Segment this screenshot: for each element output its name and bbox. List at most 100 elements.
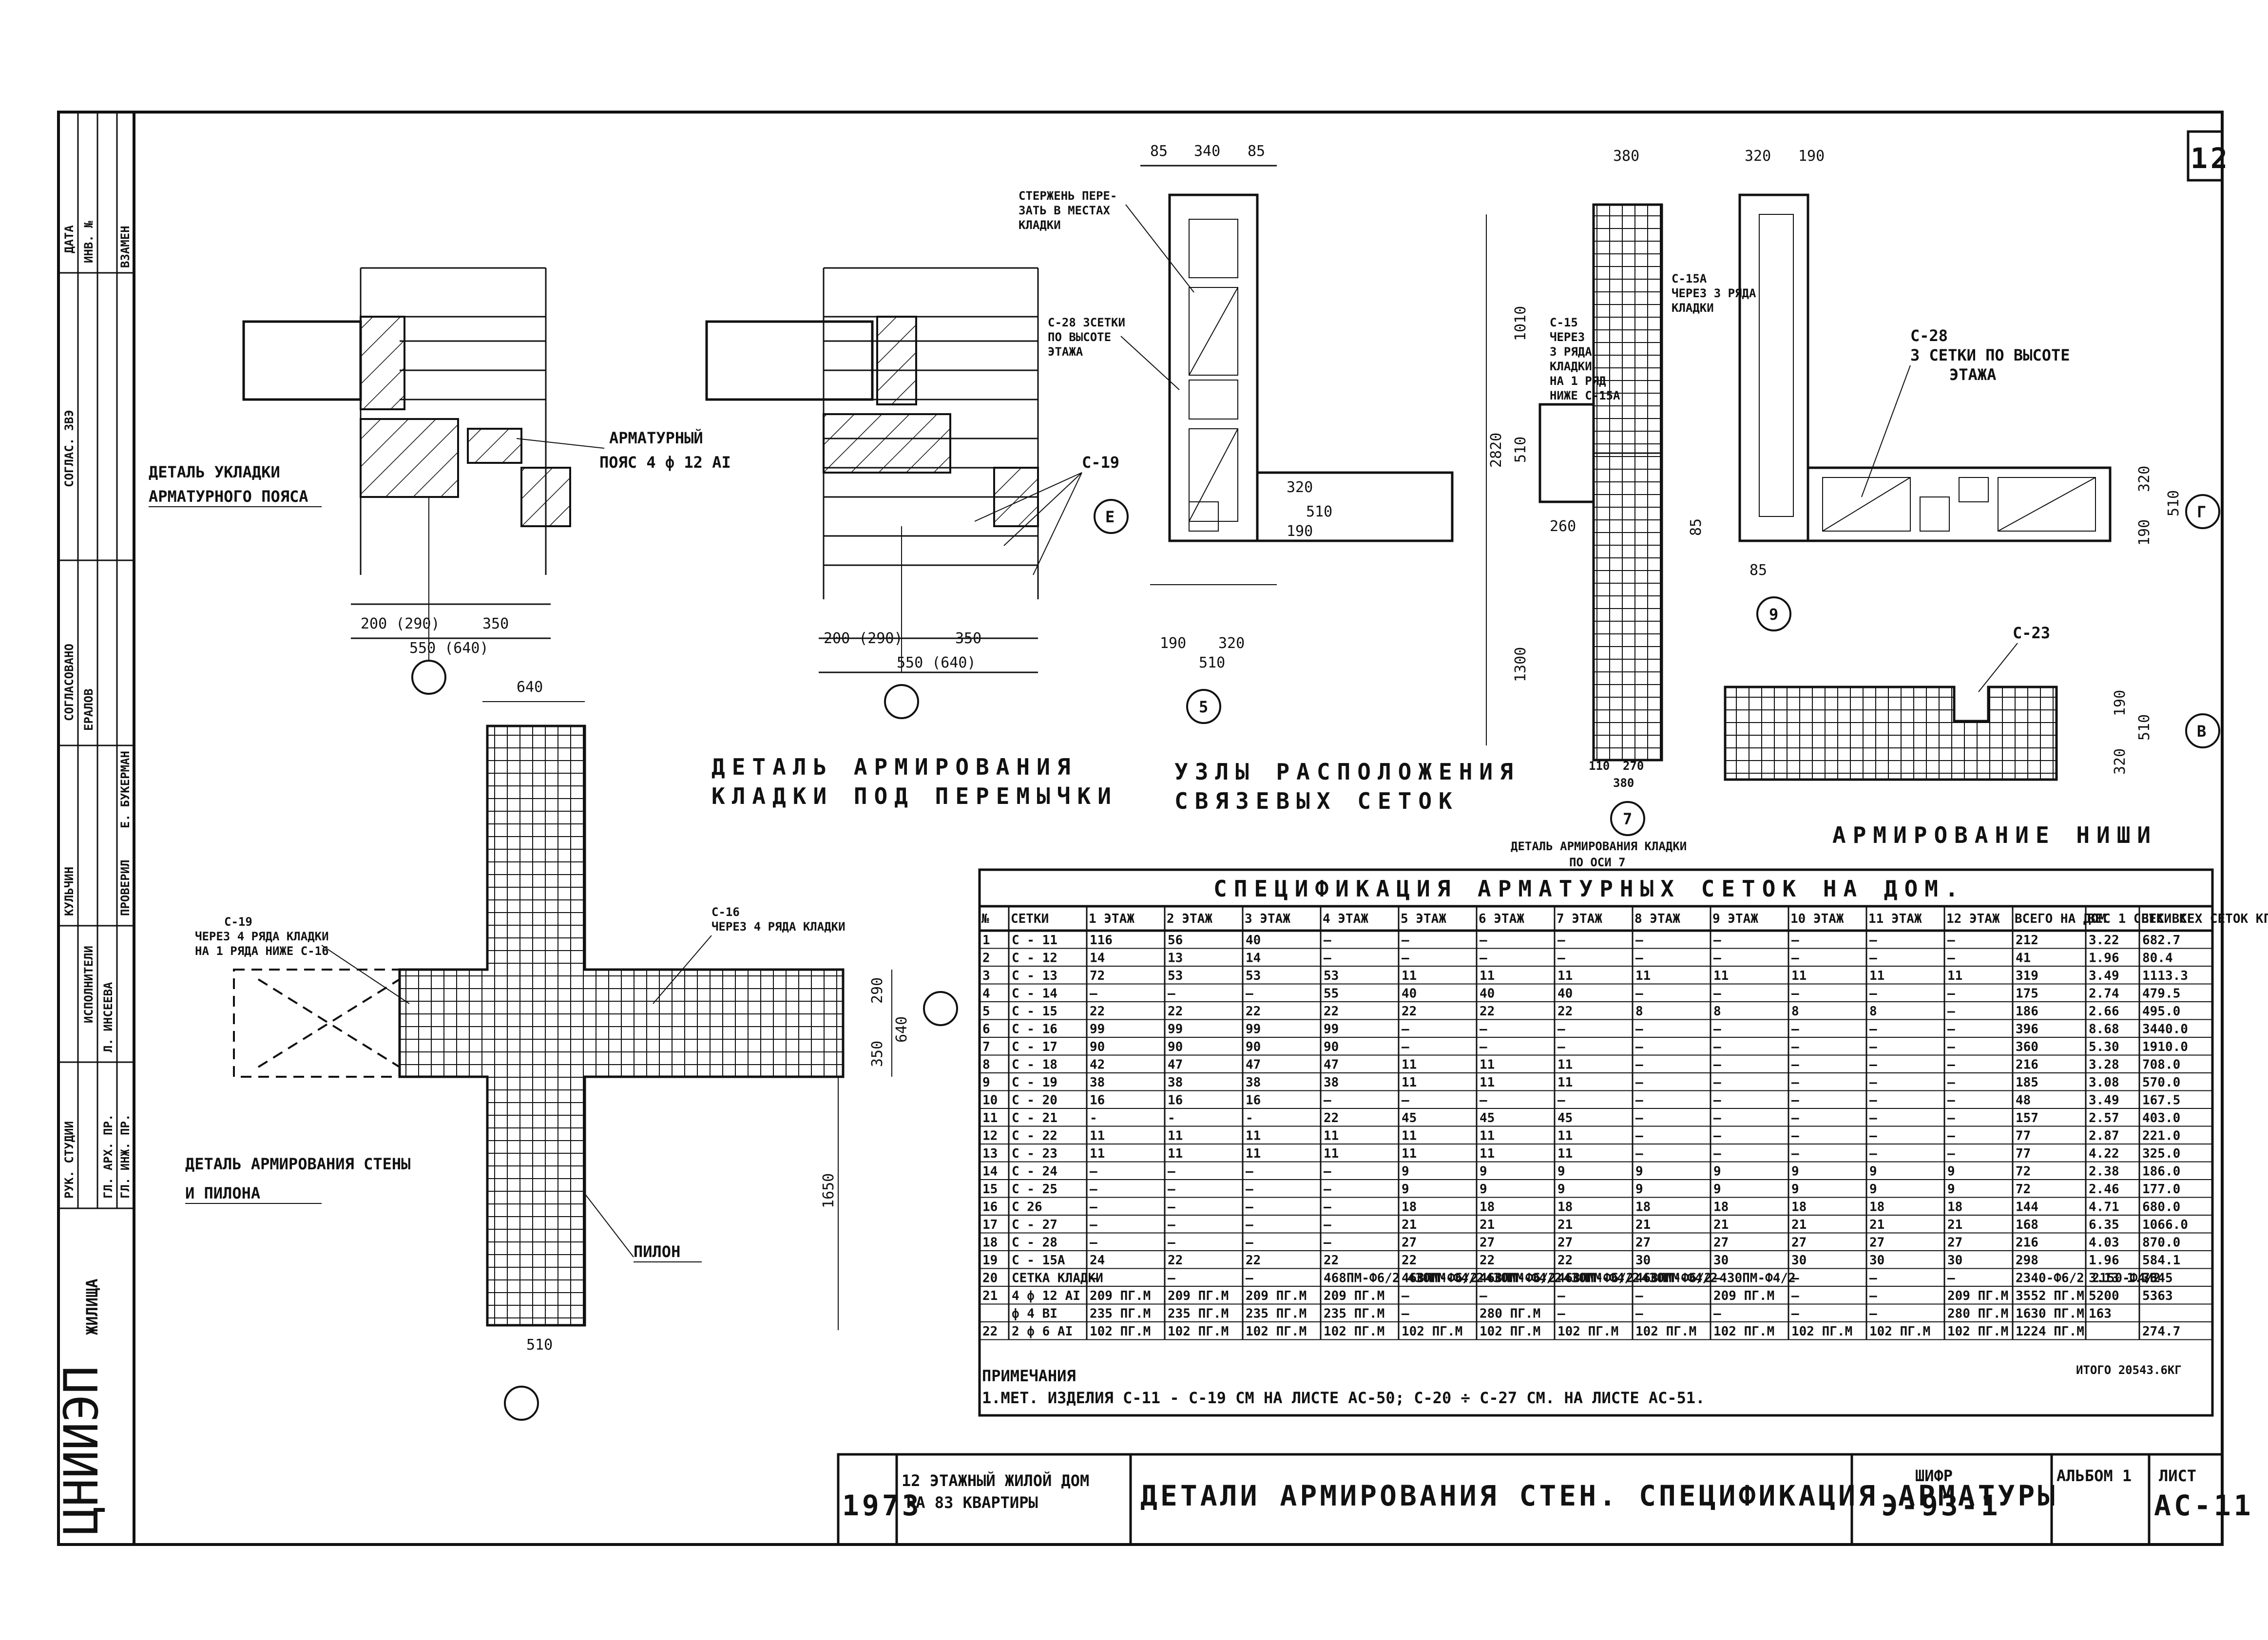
spec-header-cell: ВЕС 1 СЕТКИ КГ (2088, 912, 2194, 926)
d6-title: АРМИРОВАНИЕ НИШИ (1832, 822, 2157, 848)
spec-cell: 3.28 (2089, 1058, 2119, 1072)
spec-cell: — (1402, 1093, 1409, 1108)
sheet-number: 12 (2191, 142, 2230, 175)
spec-header-cell: 6 ЭТАЖ (1479, 912, 1524, 926)
d1-dim-a: 200 (290) (361, 615, 440, 632)
spec-cell: 9 (1947, 1164, 1955, 1179)
spec-cell: 99 (1168, 1022, 1183, 1037)
d4-note2-line3: 3 РЯДА (1550, 345, 1592, 359)
spec-cell: 27 (1869, 1236, 1884, 1250)
spec-cell: 72 (2016, 1182, 2031, 1197)
spec-cell: 495.0 (2142, 1004, 2180, 1019)
spec-cell: 40 (1246, 933, 1261, 948)
spec-cell: — (1947, 1040, 1955, 1054)
spec-cell: 80.4 (2142, 951, 2173, 966)
d4-dim-b1: 110 (1589, 759, 1610, 773)
spec-cell: 21 (1635, 1218, 1651, 1232)
spec-cell: 102 ПГ.М (1402, 1324, 1462, 1339)
spec-cell: 11 (1402, 1129, 1417, 1144)
spec-cell: 11 (1090, 1129, 1105, 1144)
spec-header-cell: 1 ЭТАЖ (1089, 912, 1134, 926)
spec-cell: 18 (1713, 1200, 1729, 1215)
d3-dim-r2: 510 (1306, 503, 1332, 520)
spec-cell: — (1090, 1200, 1097, 1215)
spec-cell: — (1168, 1200, 1175, 1215)
spec-cell: — (1869, 987, 1877, 1001)
spec-cell: 168 (2016, 1218, 2038, 1232)
stamp-label-agreed-zve: СОГЛАС. ЗВЭ (62, 410, 76, 487)
spec-cell: 11 (1480, 1129, 1495, 1144)
d2-title-line1: ДЕТАЛЬ АРМИРОВАНИЯ (711, 754, 1077, 780)
spec-cell: 3.22 (2089, 933, 2119, 948)
d7-dim-290: 290 (869, 977, 886, 1004)
spec-cell: — (1246, 1200, 1253, 1215)
spec-cell: - (1168, 1111, 1175, 1125)
spec-cell: 11 (1324, 1146, 1339, 1161)
spec-cell: — (1557, 1093, 1565, 1108)
spec-cell: 177.0 (2142, 1182, 2180, 1197)
spec-cell: С - 25 (1012, 1182, 1057, 1197)
spec-cell: 72 (2016, 1164, 2031, 1179)
spec-cell: — (1324, 1236, 1331, 1250)
spec-cell: 27 (1947, 1236, 1962, 1250)
spec-cell: 235 ПГ.М (1246, 1307, 1307, 1321)
spec-cell: 11 (1557, 1075, 1573, 1090)
spec-cell: — (1635, 1129, 1643, 1144)
detail-tie-grid-nodes: 85 340 85 СТЕРЖЕНЬ ПЕРЕ- ЗАТЬ В МЕСТАХ К… (1019, 143, 1513, 814)
spec-cell: 10 (982, 1093, 998, 1108)
spec-cell: 209 ПГ.М (1090, 1289, 1151, 1303)
spec-cell: 21 (1480, 1218, 1495, 1232)
spec-cell: 13 (1168, 951, 1183, 966)
spec-cell: 4.22 (2089, 1146, 2119, 1161)
spec-table-title: СПЕЦИФИКАЦИЯ АРМАТУРНЫХ СЕТОК НА ДОМ. (1213, 876, 1965, 902)
d6-axis-v-circle (2185, 713, 2220, 748)
spec-cell: 11 (1402, 1146, 1417, 1161)
spec-cell: — (1713, 1307, 1721, 1321)
spec-cell: 45 (1557, 1111, 1573, 1125)
spec-cell: 1224 ПГ.М (2016, 1324, 2084, 1339)
spec-cell: — (1324, 1182, 1331, 1197)
spec-cell: 22 (1402, 1253, 1417, 1268)
spec-cell: 11 (1090, 1146, 1105, 1161)
spec-cell: 2 (982, 951, 990, 966)
spec-cell: С - 13 (1012, 969, 1057, 983)
stamp-label-checked: ПРОВЕРИЛ (118, 859, 132, 916)
spec-cell: 1066.0 (2142, 1218, 2188, 1232)
spec-cell: — (1246, 1164, 1253, 1179)
d7-dim-640: 640 (893, 1016, 910, 1043)
spec-cell: 144 (2016, 1200, 2038, 1215)
spec-cell: 22 (1557, 1253, 1573, 1268)
detail-axis-9-node: 320 190 С-28 3 СЕТКИ ПО ВЫСОТЕ ЭТАЖА 320… (1738, 148, 2220, 631)
spec-cell: 185 (2016, 1075, 2038, 1090)
spec-cell: — (1791, 1289, 1799, 1303)
spec-cell: — (1480, 1289, 1487, 1303)
spec-cell: 102 ПГ.М (1324, 1324, 1384, 1339)
spec-cell: 11 (1480, 1075, 1495, 1090)
spec-cell: 53 (1168, 969, 1183, 983)
spec-cell: 11 (1324, 1129, 1339, 1144)
spec-cell: — (1947, 951, 1955, 966)
spec-cell: 6.35 (2089, 1218, 2119, 1232)
tb-cipher: Э-93-1 (1881, 1489, 2001, 1522)
stamp-label-chief-arch: ГЛ. АРХ. ПР. (101, 1114, 115, 1199)
spec-cell: 186 (2016, 1004, 2038, 1019)
spec-cell: 468ПМ-Ф6/2 430ПМ-Ф4/2 (1635, 1271, 1796, 1286)
spec-cell: — (1324, 1093, 1331, 1108)
spec-cell: 99 (1090, 1022, 1105, 1037)
spec-cell: — (1869, 951, 1877, 966)
d5-axis-9: 9 (1769, 605, 1778, 624)
d2-dim-total: 550 (640) (897, 654, 976, 671)
spec-cell: 16 (1246, 1093, 1261, 1108)
spec-cell: — (1947, 1075, 1955, 1090)
spec-cell: — (1090, 1182, 1097, 1197)
spec-cell: — (1869, 1307, 1877, 1321)
d4-title-line1: ДЕТАЛЬ АРМИРОВАНИЯ КЛАДКИ (1511, 839, 1687, 853)
spec-cell: — (1947, 1271, 1955, 1286)
title-block: 1973 12 ЭТАЖНЫЙ ЖИЛОЙ ДОМ НА 83 КВАРТИРЫ… (837, 1453, 2251, 1546)
spec-cell: 20 (982, 1271, 998, 1286)
detail-reinforcing-belt: АРМАТУРНЫЙ ПОЯС 4 ф 12 АI ДЕТАЛЬ УКЛАДКИ… (149, 267, 731, 695)
d4-note2-line5: НА 1 РЯД (1550, 374, 1606, 388)
org-logo-subtext: ЖИЛИЩА (83, 1278, 101, 1335)
